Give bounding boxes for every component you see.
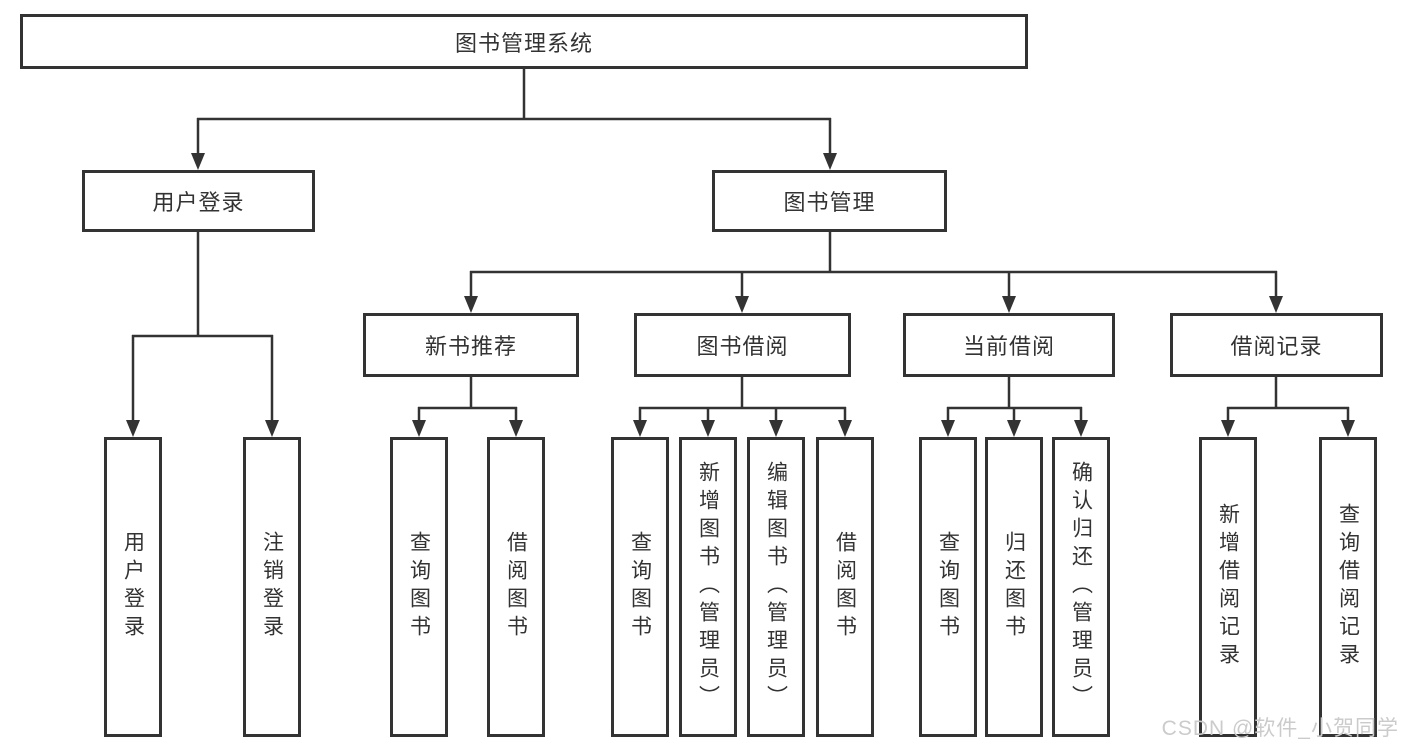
leaf-return-books: 归还图书 xyxy=(985,437,1043,737)
node-book-borrow: 图书借阅 xyxy=(634,313,851,377)
node-current-borrow: 当前借阅 xyxy=(903,313,1115,377)
node-new-book-recommend: 新书推荐 xyxy=(363,313,579,377)
csdn-watermark: CSDN @软件_小贺同学 xyxy=(1161,717,1399,740)
leaf-confirm-return-admin: 确认归还（管理员） xyxy=(1052,437,1110,737)
leaf-borrow-books-recommend: 借阅图书 xyxy=(487,437,545,737)
leaf-query-books-recommend: 查询图书 xyxy=(390,437,448,737)
leaf-edit-books-admin: 编辑图书（管理员） xyxy=(747,437,805,737)
node-library-management-system: 图书管理系统 xyxy=(20,14,1028,69)
leaf-logout: 注销登录 xyxy=(243,437,301,737)
node-user-login: 用户登录 xyxy=(82,170,315,232)
node-borrow-records: 借阅记录 xyxy=(1170,313,1383,377)
leaf-add-borrow-record: 新增借阅记录 xyxy=(1199,437,1257,737)
leaf-query-borrow-record: 查询借阅记录 xyxy=(1319,437,1377,737)
leaf-borrow-books: 借阅图书 xyxy=(816,437,874,737)
node-book-management: 图书管理 xyxy=(712,170,947,232)
leaf-query-books-borrow: 查询图书 xyxy=(611,437,669,737)
leaf-add-books-admin: 新增图书（管理员） xyxy=(679,437,737,737)
leaf-user-login: 用户登录 xyxy=(104,437,162,737)
leaf-query-books-current: 查询图书 xyxy=(919,437,977,737)
